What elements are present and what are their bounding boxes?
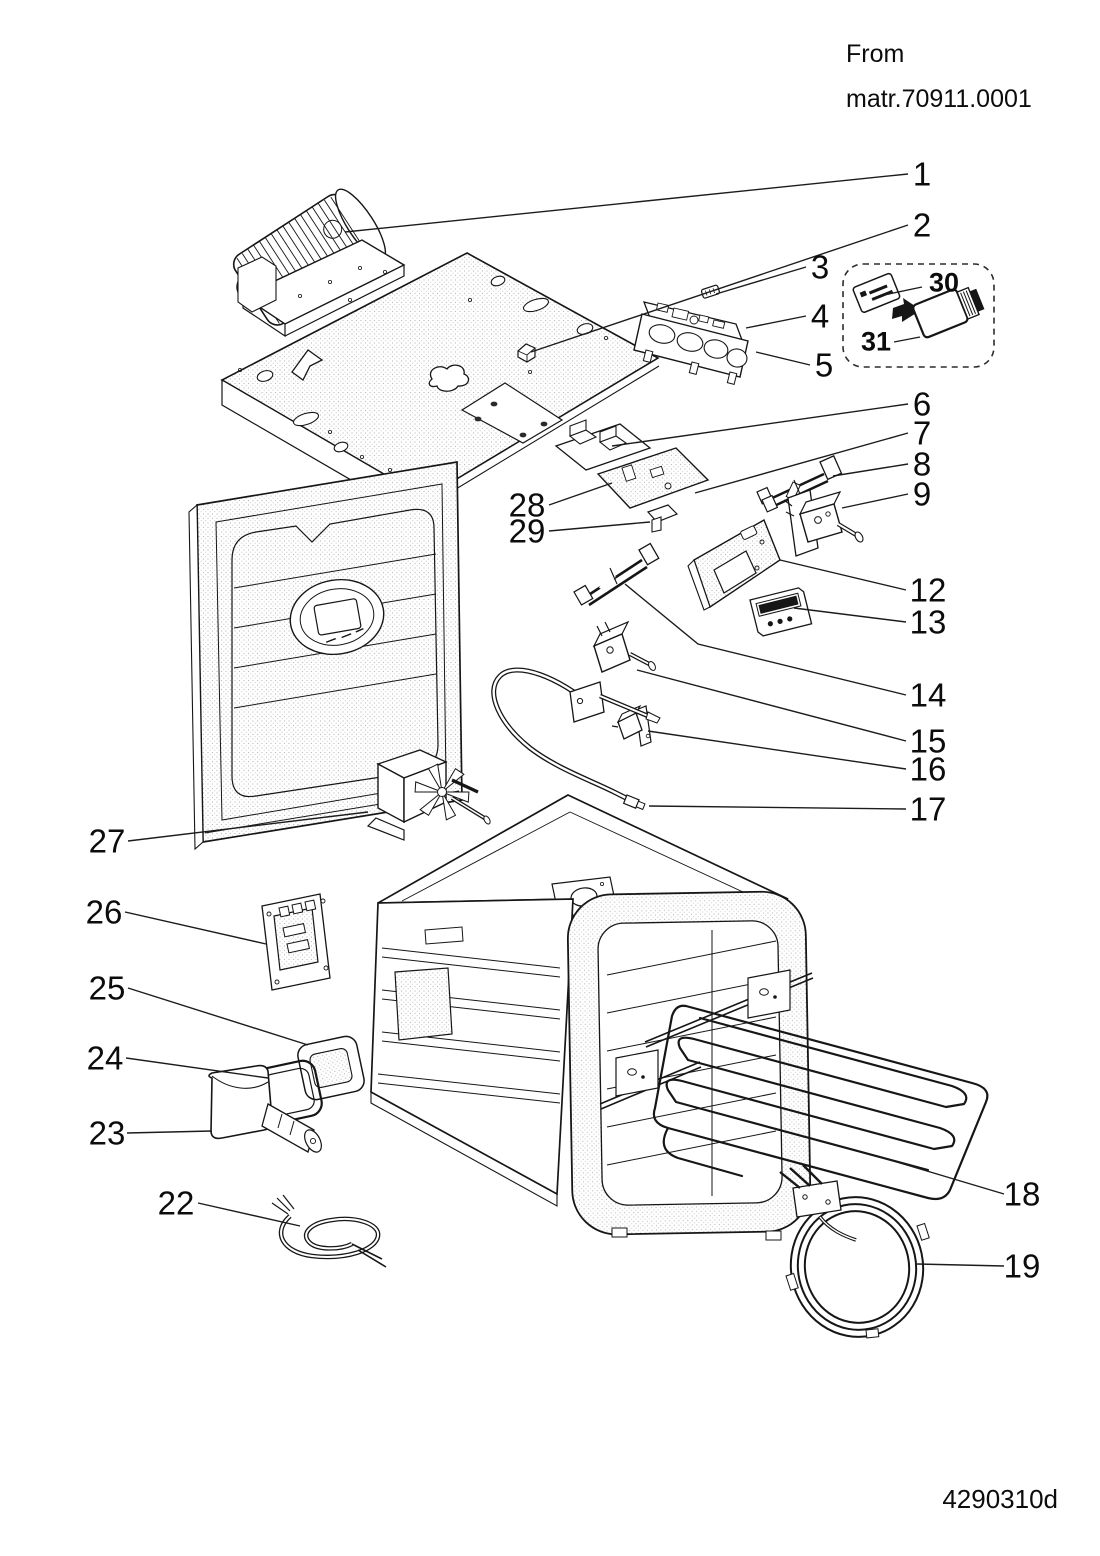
leader-line-30 xyxy=(883,286,923,296)
door-inner-panel xyxy=(188,461,463,851)
leader-line-26 xyxy=(124,911,267,945)
leader-line-18 xyxy=(879,1156,1005,1195)
terminal-block-26 xyxy=(261,893,331,991)
lamp-housing-23 xyxy=(208,1064,322,1153)
wire-harness-14 xyxy=(573,542,660,607)
control-board-assembly-3-4-5 xyxy=(633,284,749,385)
grill-element-18 xyxy=(652,1004,989,1201)
fan-motor-27 xyxy=(366,749,491,841)
leader-line-12 xyxy=(779,559,907,591)
leader-line-31 xyxy=(893,336,921,343)
leader-line-24 xyxy=(125,1057,269,1079)
wire-link-8 xyxy=(756,455,843,513)
leader-line-27 xyxy=(127,811,369,842)
leader-line-28 xyxy=(548,482,613,506)
leader-line-1 xyxy=(344,173,909,233)
leader-line-4 xyxy=(745,315,807,329)
leader-line-7 xyxy=(694,432,909,494)
header-from-label: From xyxy=(846,40,905,68)
leader-line-13 xyxy=(793,607,907,623)
inset-dashed-border xyxy=(842,263,995,368)
tangential-fan-1 xyxy=(232,188,406,338)
thermostat-switch-15 xyxy=(592,620,656,673)
micro-switch-16 xyxy=(611,704,652,747)
leader-line-16 xyxy=(647,730,907,770)
leader-line-9 xyxy=(841,493,909,509)
program-module-inset-30-31 xyxy=(842,263,995,368)
leader-line-15 xyxy=(636,669,907,742)
leader-line-23 xyxy=(126,1130,213,1134)
circular-element-19 xyxy=(779,1164,930,1339)
lamp-wire-22 xyxy=(271,1194,387,1268)
leader-line-29 xyxy=(548,521,651,532)
leader-line-3 xyxy=(715,266,807,295)
insert-arrow-icon xyxy=(892,298,921,322)
leader-line-5 xyxy=(755,351,811,366)
display-module-13 xyxy=(749,587,813,637)
leader-line-25 xyxy=(127,987,309,1046)
header-serial-label: matr.70911.0001 xyxy=(846,85,1032,113)
leader-line-6 xyxy=(611,403,909,447)
temperature-probe-17 xyxy=(491,667,661,811)
lamp-glass-25 xyxy=(297,1035,365,1101)
leader-line-17 xyxy=(648,805,907,810)
leader-line-14 xyxy=(624,583,907,696)
leader-line-22 xyxy=(197,1202,301,1227)
selector-switch-9 xyxy=(783,489,864,557)
leader-line-2 xyxy=(530,224,909,353)
display-bracket-12 xyxy=(687,518,781,611)
oven-cavity xyxy=(370,794,812,1241)
rack-support-rods xyxy=(599,969,814,1110)
leader-lines xyxy=(124,173,1005,1267)
leader-line-19 xyxy=(916,1263,1005,1267)
leader-line-8 xyxy=(832,463,909,477)
power-board-assembly-6-7-28-29 xyxy=(554,419,710,533)
drawing-code: 4290310d xyxy=(942,1484,1058,1514)
